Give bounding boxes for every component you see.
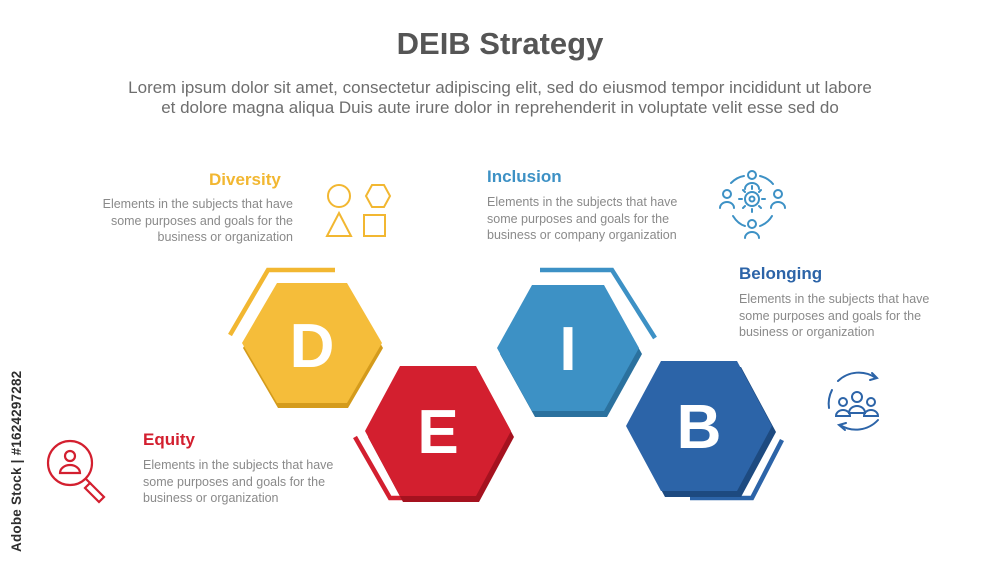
page-subtitle: Lorem ipsum dolor sit amet, consectetur … xyxy=(40,78,960,118)
equity-title: Equity xyxy=(143,430,195,449)
subtitle-line: Lorem ipsum dolor sit amet, consectetur … xyxy=(128,78,872,97)
hexagon-e: E xyxy=(353,366,514,502)
magnifier-person-icon xyxy=(46,439,106,504)
description-line: business or organization xyxy=(739,325,875,339)
hexagon-i-letter: I xyxy=(559,315,576,384)
equity-description: Elements in the subjects that have some … xyxy=(143,457,333,507)
inclusion-description: Elements in the subjects that have some … xyxy=(487,194,677,244)
hexagon-i: I xyxy=(497,267,657,417)
description-line: business or company organization xyxy=(487,228,677,242)
hexagon-i-shape xyxy=(497,285,639,411)
inclusion-title: Inclusion xyxy=(487,167,562,186)
hexagon-b: B xyxy=(626,361,784,501)
shapes-icon xyxy=(325,184,392,237)
description-line: Elements in the subjects that have xyxy=(143,458,334,472)
hexagon-b-shape xyxy=(626,361,772,491)
hexagon-d-shape xyxy=(242,283,382,403)
description-line: business or organization xyxy=(143,491,279,505)
diversity-description: Elements in the subjects that have some … xyxy=(60,196,293,246)
description-line: Elements in the subjects that have xyxy=(487,195,678,209)
hexagon-i-outline-accent xyxy=(540,267,657,340)
belonging-title: Belonging xyxy=(739,264,823,283)
diversity-title: Diversity xyxy=(209,170,281,189)
belonging-description: Elements in the subjects that have some … xyxy=(739,291,929,341)
hexagon-d: D xyxy=(228,267,383,408)
hexagon-d-letter: D xyxy=(290,312,335,381)
page-title: DEIB Strategy xyxy=(396,26,604,61)
stock-watermark-text: Adobe Stock | #1624297282 xyxy=(9,370,24,552)
description-line: some purposes and goals for the xyxy=(487,211,670,226)
description-line: some purposes and goals for the xyxy=(739,308,922,323)
description-line: some purposes and goals for the xyxy=(110,213,293,228)
stock-watermark: Adobe Stock | #1624297282 xyxy=(8,312,28,552)
hexagon-e-letter: E xyxy=(417,398,458,467)
hexagon-d-outline-accent xyxy=(228,267,335,337)
team-gear-icon xyxy=(719,170,786,239)
hexagon-e-shape xyxy=(365,366,511,496)
hexagon-b-outline-accent xyxy=(690,438,784,501)
description-line: Elements in the subjects that have xyxy=(739,292,930,306)
subtitle-line: et dolore magna aliqua Duis aute irure d… xyxy=(161,98,839,117)
description-line: some purposes and goals for the xyxy=(143,474,326,489)
description-line: business or organization xyxy=(157,230,294,244)
hexagon-b-letter: B xyxy=(677,393,722,462)
description-line: Elements in the subjects that have xyxy=(102,197,293,211)
group-cycle-icon xyxy=(827,371,880,431)
